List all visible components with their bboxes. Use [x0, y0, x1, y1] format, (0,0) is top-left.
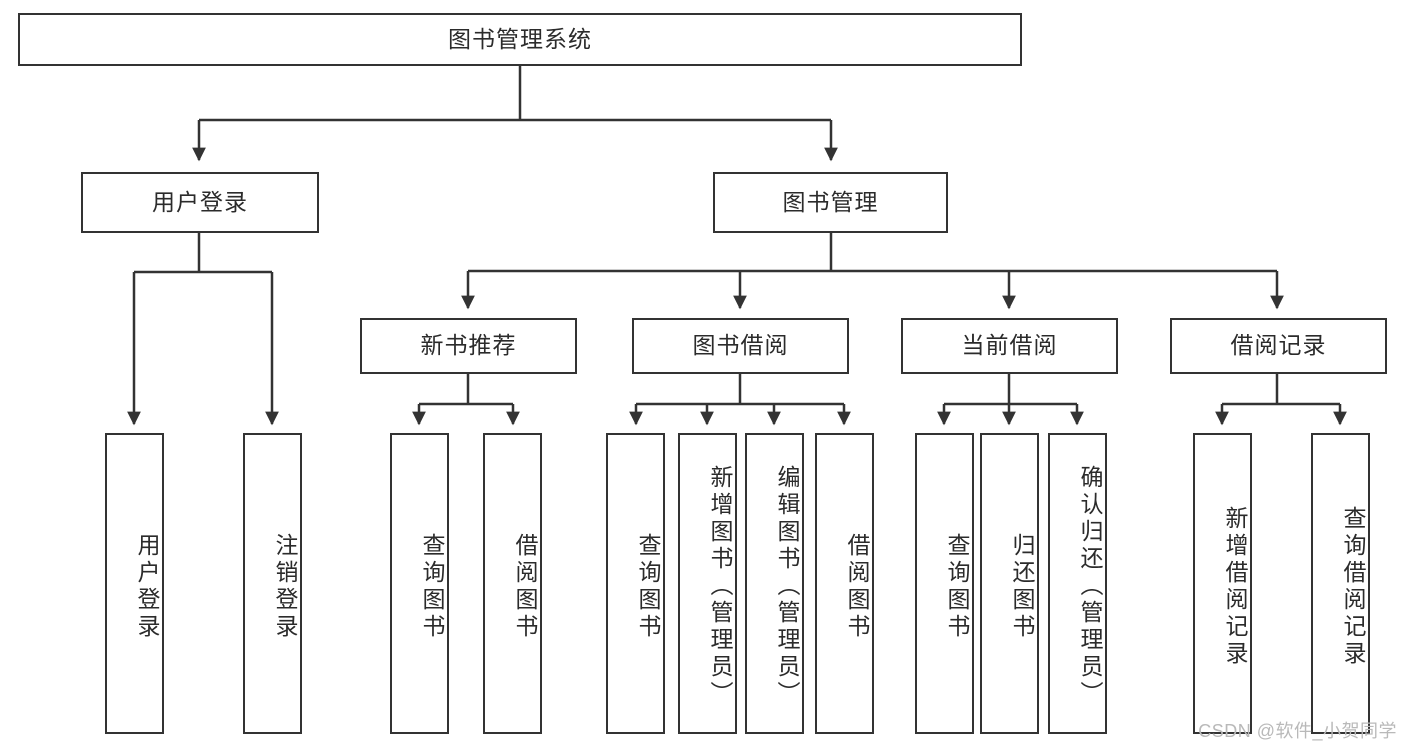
leaf-current-query-book[interactable]: 查询图书 [915, 433, 974, 734]
node-current-borrow[interactable]: 当前借阅 [901, 318, 1118, 374]
leaf-records-query-record[interactable]: 查询借阅记录 [1311, 433, 1370, 734]
leaf-user-login[interactable]: 用户登录 [105, 433, 164, 734]
leaf-label: 查询图书 [419, 532, 445, 641]
leaf-label: 编辑图书（管理员） [774, 465, 800, 708]
leaf-label: 查询图书 [635, 532, 661, 641]
leaf-label: 查询借阅记录 [1340, 505, 1366, 668]
leaf-label: 用户登录 [134, 532, 160, 641]
csdn-watermark: CSDN @软件_小贺同学 [1198, 721, 1397, 741]
leaf-records-add-record[interactable]: 新增借阅记录 [1193, 433, 1252, 734]
leaf-borrow-borrow-book[interactable]: 借阅图书 [815, 433, 874, 734]
leaf-label: 注销登录 [272, 532, 298, 641]
leaf-newbook-query-book[interactable]: 查询图书 [390, 433, 449, 734]
leaf-borrow-add-book-admin[interactable]: 新增图书（管理员） [678, 433, 737, 734]
leaf-label: 确认归还（管理员） [1077, 465, 1103, 708]
node-book-borrow[interactable]: 图书借阅 [632, 318, 849, 374]
leaf-borrow-query-book[interactable]: 查询图书 [606, 433, 665, 734]
leaf-current-confirm-return-admin[interactable]: 确认归还（管理员） [1048, 433, 1107, 734]
leaf-newbook-borrow-book[interactable]: 借阅图书 [483, 433, 542, 734]
leaf-current-return-book[interactable]: 归还图书 [980, 433, 1039, 734]
node-borrow-records[interactable]: 借阅记录 [1170, 318, 1387, 374]
node-new-book-recommend[interactable]: 新书推荐 [360, 318, 577, 374]
node-root-system[interactable]: 图书管理系统 [18, 13, 1022, 66]
leaf-label: 查询图书 [944, 532, 970, 641]
leaf-label: 归还图书 [1009, 532, 1035, 641]
leaf-label: 借阅图书 [512, 532, 538, 641]
node-book-management[interactable]: 图书管理 [713, 172, 948, 233]
leaf-borrow-edit-book-admin[interactable]: 编辑图书（管理员） [745, 433, 804, 734]
leaf-label: 新增图书（管理员） [707, 465, 733, 708]
leaf-label: 新增借阅记录 [1222, 505, 1248, 668]
leaf-user-logout[interactable]: 注销登录 [243, 433, 302, 734]
node-user-login[interactable]: 用户登录 [81, 172, 319, 233]
leaf-label: 借阅图书 [844, 532, 870, 641]
